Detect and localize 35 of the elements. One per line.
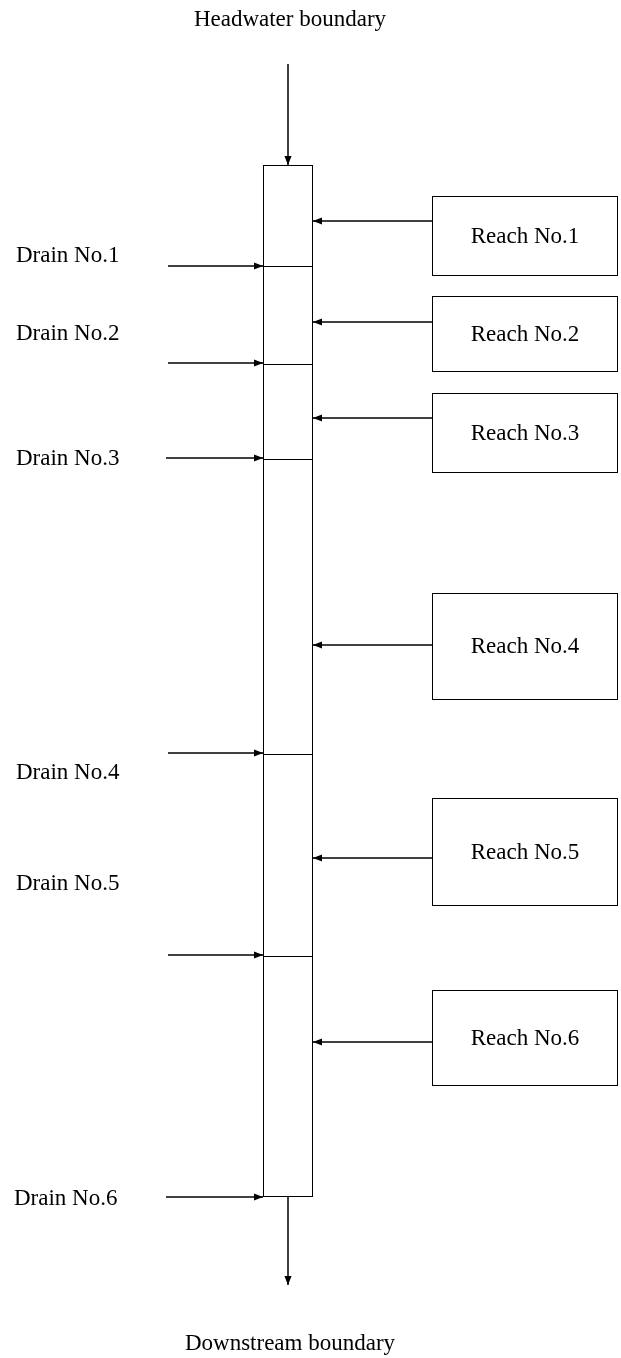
reach-box: [432, 593, 618, 700]
arrow: [284, 1196, 292, 1286]
drain-label: Drain No.2: [16, 318, 120, 347]
arrow: [312, 1038, 433, 1046]
arrow: [165, 1193, 264, 1201]
reach-label: Reach No.1: [470, 221, 580, 250]
arrow: [167, 749, 264, 757]
arrow: [312, 217, 433, 225]
arrow: [167, 359, 264, 367]
reach-label: Reach No.5: [470, 837, 580, 866]
arrow: [167, 262, 264, 270]
reach-box: [432, 990, 618, 1086]
reach-label: Reach No.3: [470, 418, 580, 447]
arrow: [312, 414, 433, 422]
reach-box: [432, 798, 618, 906]
drain-label: Drain No.6: [14, 1183, 118, 1212]
reach-box: [432, 296, 618, 372]
arrow: [167, 951, 264, 959]
drain-label: Drain No.3: [16, 443, 120, 472]
drain-label: Drain No.4: [16, 757, 120, 786]
reach-label: Reach No.2: [470, 319, 580, 348]
boundary-label: Headwater boundary: [193, 4, 387, 33]
arrow: [312, 641, 433, 649]
arrow: [312, 318, 433, 326]
reach-label: Reach No.6: [470, 1023, 580, 1052]
reach-label: Reach No.4: [470, 632, 580, 661]
drain-label: Drain No.1: [16, 240, 120, 269]
arrow: [312, 854, 433, 862]
arrow: [284, 63, 292, 166]
boundary-label: Downstream boundary: [184, 1328, 396, 1357]
reach-box: [432, 196, 618, 276]
drain-label: Drain No.5: [16, 868, 120, 897]
reach-box: [432, 393, 618, 473]
channel-bar: [263, 165, 313, 1197]
arrow: [165, 454, 264, 462]
